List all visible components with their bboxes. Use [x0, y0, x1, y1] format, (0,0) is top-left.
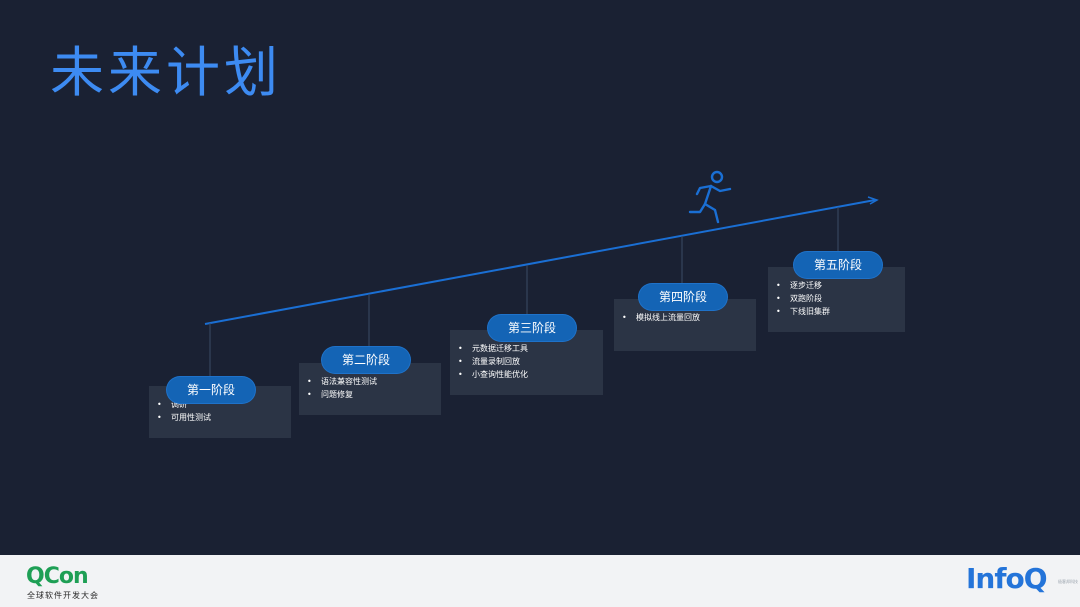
stage-3-badge: 第三阶段 — [488, 315, 576, 341]
stage-4-badge: 第四阶段 — [639, 284, 727, 310]
stage-5-item: 双跑阶段 — [776, 292, 897, 305]
stage-3-item: 流量录制回放 — [458, 355, 595, 368]
stage-3-item: 元数据迁移工具 — [458, 342, 595, 355]
stage-3-item: 小查询性能优化 — [458, 368, 595, 381]
page-title: 未来计划 — [50, 41, 282, 104]
running-person-icon — [688, 170, 732, 224]
stage-2-item: 语法兼容性测试 — [307, 375, 433, 388]
stage-4-item: 模拟线上流量回放 — [622, 311, 748, 324]
stage-5-item: 逐步迁移 — [776, 279, 897, 292]
stage-1-badge: 第一阶段 — [167, 377, 255, 403]
footer-bar: QCon 全球软件开发大会 InfoQ 极客邦科技 — [0, 555, 1080, 607]
timeline-arrowhead — [867, 196, 879, 205]
infoq-logo: InfoQ — [966, 562, 1048, 595]
qcon-logo: QCon — [26, 564, 89, 589]
stage-2-badge: 第二阶段 — [322, 347, 410, 373]
stage-5-item: 下线旧集群 — [776, 305, 897, 318]
stage-1-item: 调研 — [157, 398, 283, 411]
stage-1-item: 可用性测试 — [157, 411, 283, 424]
qcon-subtitle: 全球软件开发大会 — [27, 591, 99, 600]
timeline-arrow-line — [204, 199, 876, 325]
infoq-sup: 极客邦科技 — [1058, 579, 1078, 584]
stage-5-badge: 第五阶段 — [794, 252, 882, 278]
timeline-diagram — [204, 170, 879, 377]
stage-3-card: 元数据迁移工具 流量录制回放 小查询性能优化 — [450, 330, 603, 395]
stage-2-item: 问题修复 — [307, 388, 433, 401]
